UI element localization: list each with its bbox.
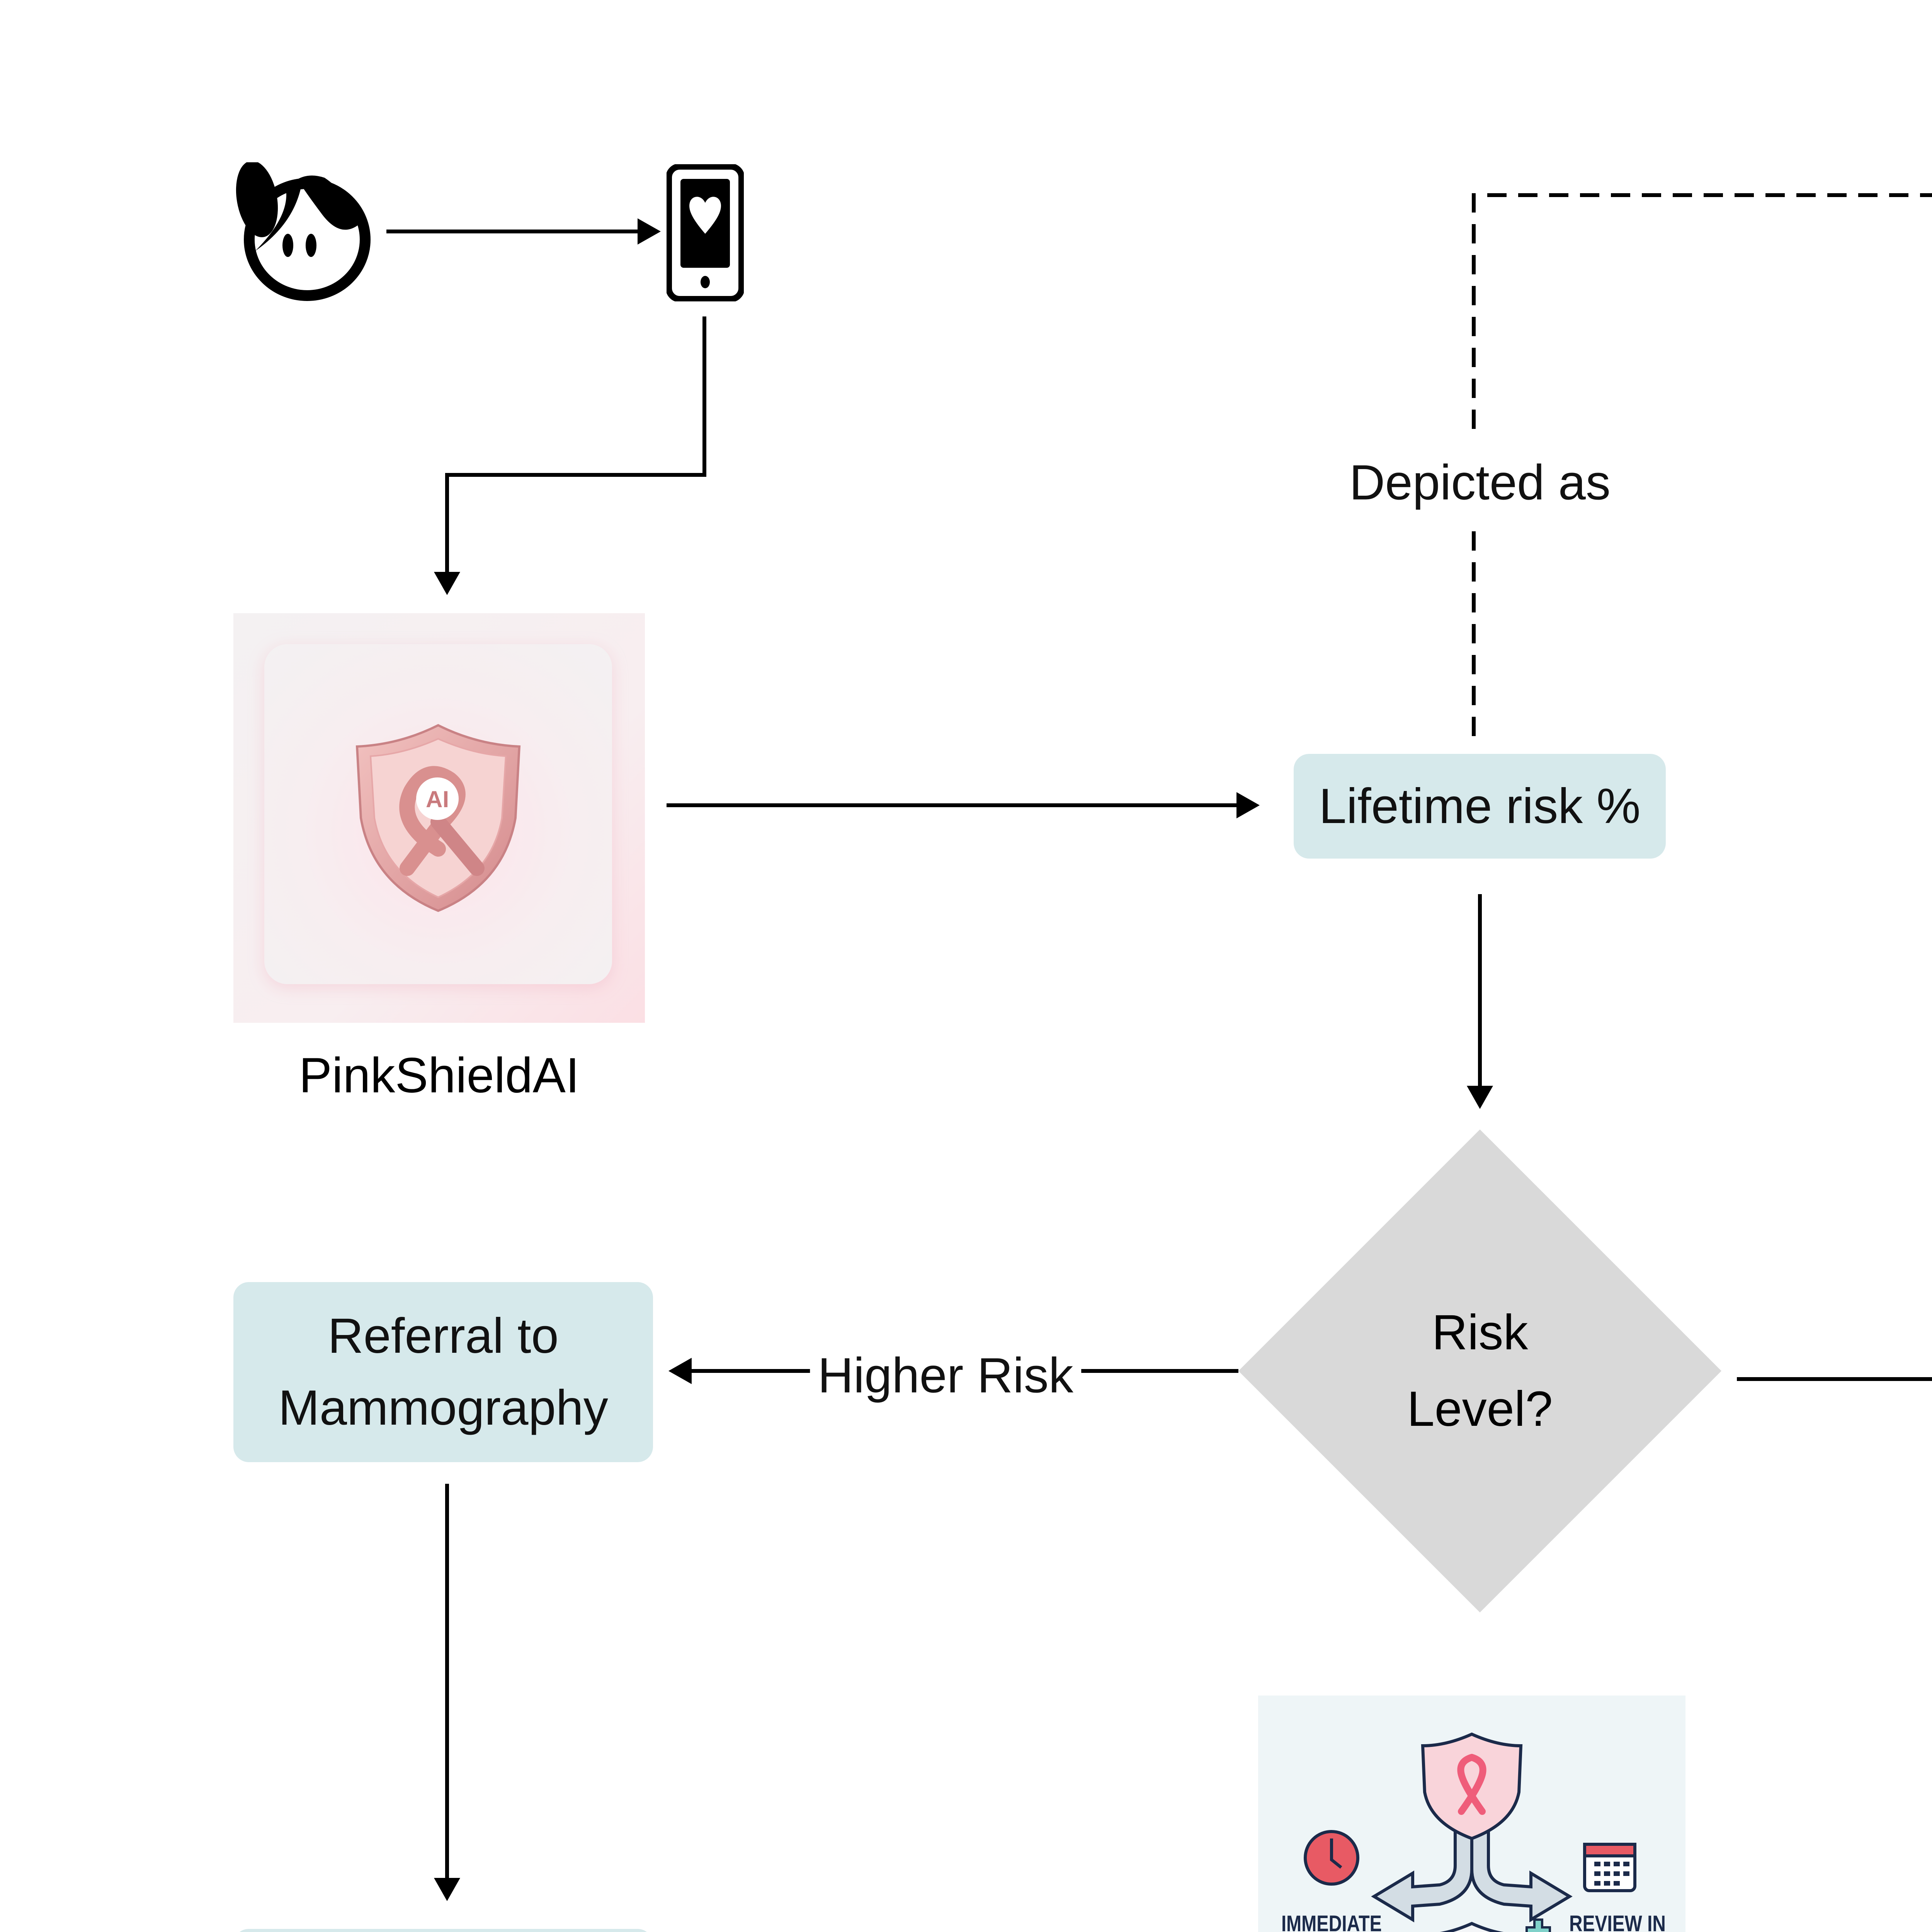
depicted-as-label: Depicted as: [1342, 454, 1618, 511]
higher-risk-label: Higher Risk: [810, 1347, 1081, 1404]
woman-face-icon: [236, 162, 371, 301]
nirvaya-ai-illustration: IMMEDIATE BIOPSY REVIEW IN 6 MONTHS: [1258, 1696, 1685, 1932]
mammography-node: Mammography: [233, 1929, 653, 1932]
shield-bottom-icon: [1440, 1922, 1504, 1932]
arrow-lower-risk: [1737, 1377, 1932, 1381]
review-in-text: REVIEW IN: [1569, 1911, 1666, 1932]
referral-line-1: Referral to: [328, 1308, 559, 1364]
arrowhead: [638, 218, 661, 245]
referral-node: Referral to Mammography: [233, 1282, 653, 1462]
referral-line-2: Mammography: [278, 1380, 608, 1435]
medical-cross-icon: [1526, 1918, 1551, 1932]
pinkshield-label: PinkShieldAI: [299, 1048, 580, 1103]
decision-line-2: Level?: [1407, 1381, 1553, 1437]
split-arrow-left: [1371, 1821, 1473, 1923]
immediate-text: IMMEDIATE: [1281, 1911, 1382, 1932]
lifetime-risk-label: Lifetime risk %: [1319, 778, 1641, 834]
shield-ribbon-icon: AI: [355, 724, 521, 912]
split-arrow-right: [1470, 1821, 1573, 1923]
decision-diamond-shape: [1238, 1129, 1721, 1612]
risk-level-decision: Risk Level?: [1238, 1129, 1721, 1612]
lifetime-risk-node: Lifetime risk %: [1294, 754, 1666, 859]
arrow-phone-to-pinkshield: [445, 316, 706, 576]
ai-badge-text: AI: [426, 786, 449, 812]
smartphone-heart-icon: [667, 164, 744, 301]
decision-line-1: Risk: [1432, 1304, 1528, 1360]
pinkshield-ai-logo: AI: [233, 613, 645, 1023]
shield-top-icon: [1421, 1732, 1523, 1840]
